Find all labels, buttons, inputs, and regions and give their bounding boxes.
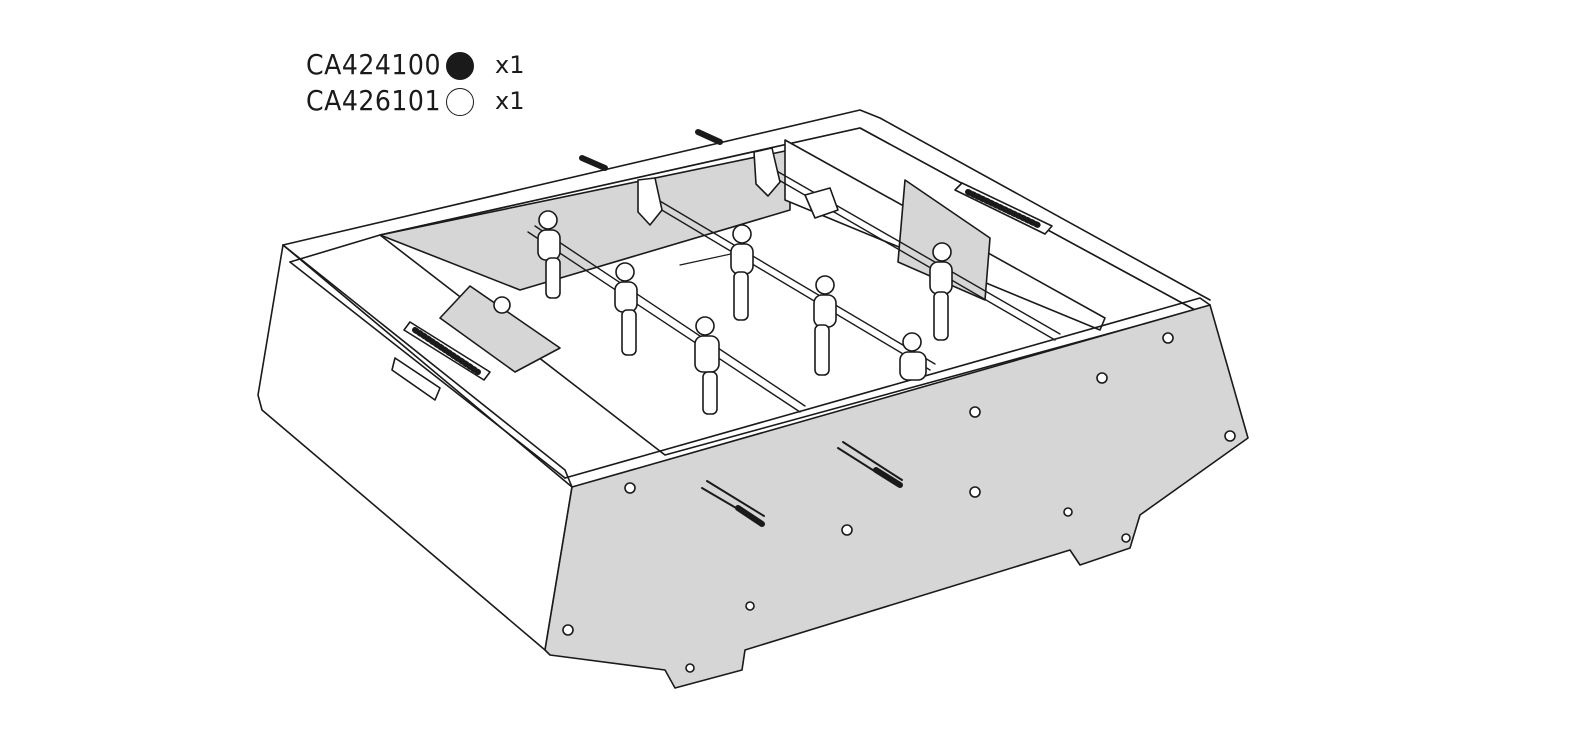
rod-mount-plate <box>753 147 781 197</box>
left-wall-rim <box>282 244 573 488</box>
screw-icon <box>1162 332 1174 344</box>
rod-1b <box>534 225 806 407</box>
part-code: CA424100 <box>306 48 441 81</box>
player-figure <box>730 224 754 321</box>
field-line <box>679 251 741 266</box>
screw-icon <box>1121 533 1131 543</box>
player-figure <box>813 275 837 376</box>
rod-bumper <box>804 187 839 219</box>
score-counter-left <box>403 321 491 381</box>
screw-icon <box>685 663 695 673</box>
rear-handle-right <box>695 129 723 145</box>
player-figure <box>899 332 927 381</box>
screw-icon <box>841 524 853 536</box>
player-figure <box>537 210 561 299</box>
rod-2b <box>647 193 936 365</box>
table-body <box>257 109 1211 651</box>
screw-icon <box>1096 372 1108 384</box>
players <box>493 210 953 415</box>
player-figure <box>694 316 720 415</box>
score-counter-right <box>954 182 1053 235</box>
screw-icon <box>1063 507 1073 517</box>
rod-mount-plate <box>637 177 663 226</box>
rod-1 <box>527 231 801 413</box>
player-figure <box>929 242 953 341</box>
panel-screws <box>562 332 1236 673</box>
white-ball-icon <box>446 88 474 116</box>
player-figure <box>614 262 638 356</box>
part-code: CA426101 <box>306 84 441 117</box>
front-side-panel <box>544 304 1249 689</box>
player-figure <box>493 296 511 314</box>
rod-2 <box>644 199 931 371</box>
screw-icon <box>969 406 981 418</box>
handle-grip-left <box>735 505 765 527</box>
handle-grip-right <box>873 467 903 488</box>
screw-icon <box>1224 430 1236 442</box>
brand-plate <box>391 357 441 401</box>
black-ball-icon <box>446 52 474 80</box>
screw-icon <box>969 486 981 498</box>
front-panel-edge <box>564 297 1211 479</box>
screw-icon <box>562 624 574 636</box>
screw-icon <box>624 482 636 494</box>
quantity-label: x1 <box>495 87 525 115</box>
rear-handle-left <box>579 155 608 171</box>
quantity-label: x1 <box>495 51 525 79</box>
left-goal-box <box>439 285 561 373</box>
screw-icon <box>745 601 755 611</box>
left-wall-inner-edge <box>289 261 566 479</box>
